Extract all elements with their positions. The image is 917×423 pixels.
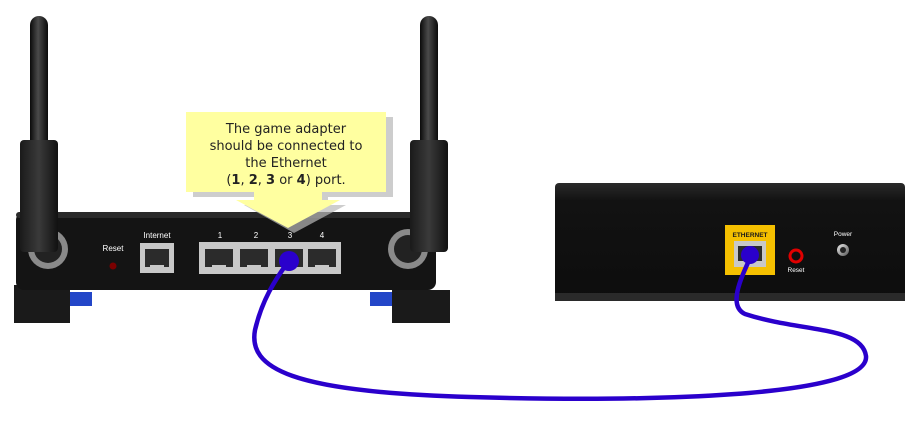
cable-connector-router bbox=[279, 251, 299, 271]
game-adapter: ETHERNET Reset Power bbox=[555, 183, 905, 301]
router-right-foot bbox=[392, 290, 450, 323]
router-reset-label: Reset bbox=[103, 244, 125, 253]
left-antenna-base bbox=[20, 140, 58, 252]
callout: The game adapter should be connected to … bbox=[186, 112, 393, 233]
callout-line-4: (1, 2, 3 or 4) port. bbox=[226, 173, 345, 188]
adapter-reset-button[interactable] bbox=[788, 248, 804, 264]
ethernet-cable-line bbox=[252, 253, 869, 401]
callout-line-2: should be connected to bbox=[210, 139, 363, 154]
router-internet-label: Internet bbox=[143, 231, 171, 240]
router-left-foot-blue bbox=[70, 292, 92, 306]
router-left-foot bbox=[14, 285, 70, 323]
router-right-foot-blue bbox=[370, 292, 392, 306]
router-port-label-3: 3 bbox=[288, 231, 293, 240]
callout-line-1: The game adapter bbox=[225, 122, 347, 137]
router-ethernet-port-4[interactable] bbox=[308, 249, 336, 269]
callout-box bbox=[186, 112, 386, 228]
adapter-power-switch[interactable] bbox=[837, 244, 849, 256]
router-port-label-1: 1 bbox=[218, 231, 223, 240]
router-ethernet-port-1[interactable] bbox=[205, 249, 233, 269]
adapter-reset-label: Reset bbox=[788, 267, 805, 274]
router: Reset Internet 1 2 3 4 bbox=[14, 16, 450, 323]
adapter-power-label: Power bbox=[834, 231, 853, 238]
adapter-bottom-edge bbox=[555, 293, 905, 301]
callout-line-3: the Ethernet bbox=[245, 156, 326, 171]
adapter-ethernet-label: ETHERNET bbox=[732, 232, 767, 239]
right-antenna-base bbox=[410, 140, 448, 252]
ethernet-cable bbox=[252, 246, 869, 401]
router-internet-port[interactable] bbox=[140, 243, 174, 273]
router-ethernet-port-2[interactable] bbox=[240, 249, 268, 269]
router-reset-button[interactable] bbox=[109, 262, 117, 270]
router-port-label-2: 2 bbox=[254, 231, 259, 240]
router-port-label-4: 4 bbox=[320, 231, 325, 240]
router-ethernet-port-bank bbox=[199, 242, 341, 274]
cable-connector-adapter bbox=[741, 246, 759, 264]
router-body-highlight bbox=[16, 212, 436, 218]
